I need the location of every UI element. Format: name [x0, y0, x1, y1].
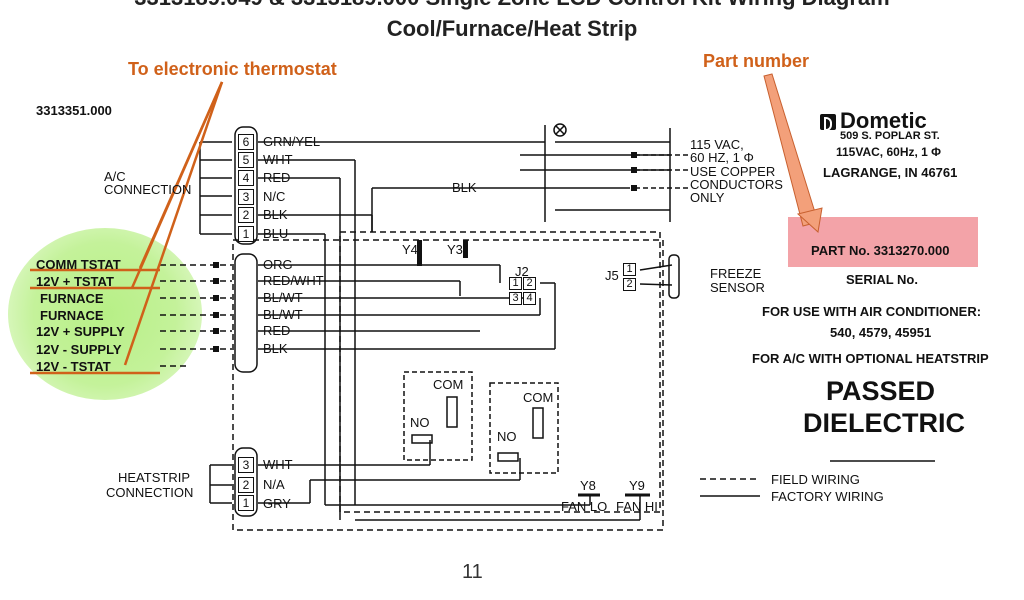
diagram-title-top: 3313189.049 & 3313189.000 Single Zone LC… [0, 0, 1024, 9]
ac-wire-wht: WHT [263, 152, 293, 167]
j5-pin-2: 2 [623, 278, 636, 291]
heatstrip-wire-wht: WHT [263, 457, 293, 472]
y3-label: Y3 [447, 242, 463, 257]
ac-wire-blu: BLU [263, 226, 289, 241]
freeze-sensor-label-1: FREEZE [710, 266, 762, 281]
j5-pin-1: 1 [623, 263, 636, 276]
j5-label: J5 [605, 268, 619, 283]
heatstrip-pin-2: 2 [238, 477, 254, 493]
heatstrip-wire-gry: GRY [263, 496, 291, 511]
heatstrip-option-label: FOR A/C WITH OPTIONAL HEATSTRIP [752, 351, 989, 366]
dometic-brand: Dometic [840, 108, 927, 133]
tstat-label-12v-plus: 12V + TSTAT [36, 274, 114, 289]
part-number-annotation: Part number [703, 51, 810, 71]
dometic-logo-icon [820, 114, 836, 131]
dielectric-label: DIELECTRIC [803, 408, 965, 438]
ac-wire-red: RED [263, 170, 291, 185]
ac-connection-label-1: A/C [104, 169, 126, 184]
diagram-title: Cool/Furnace/Heat Strip [386, 16, 638, 41]
ac-pin-1: 1 [238, 226, 254, 242]
j2-pin-3: 3 [509, 292, 522, 305]
legend-factory-wiring: FACTORY WIRING [771, 489, 884, 504]
power-line-4: CONDUCTORS [690, 177, 783, 192]
use-with-label: FOR USE WITH AIR CONDITIONER: [762, 304, 982, 319]
power-blk-label: BLK [452, 180, 477, 195]
dometic-address-2: 115VAC, 60Hz, 1 Φ [836, 145, 942, 159]
ac-pin-6: 6 [238, 134, 254, 150]
passed-label: PASSED [826, 376, 936, 406]
ac-pin-5: 5 [238, 152, 254, 168]
model-numbers: 540, 4579, 45951 [830, 325, 932, 340]
fan-hi-label: FAN HI [616, 499, 658, 514]
tstat-wire-bl-wt-2: BL/WT [263, 307, 303, 322]
tstat-wire-blk: BLK [263, 341, 288, 356]
relay2-com-label: COM [523, 390, 554, 405]
heatstrip-pin-3: 3 [238, 457, 254, 473]
tstat-label-12v-supply-plus: 12V + SUPPLY [36, 324, 125, 339]
tstat-label-12v-tstat-minus: 12V - TSTAT [36, 359, 111, 374]
tstat-wire-bl-wt-1: BL/WT [263, 290, 303, 305]
power-line-3: USE COPPER [690, 164, 776, 179]
power-line-1: 115 VAC, [690, 137, 744, 152]
power-line-2: 60 HZ, 1 Φ [690, 150, 754, 165]
j2-pin-2: 2 [523, 277, 536, 290]
dometic-address-3: LAGRANGE, IN 46761 [823, 165, 958, 180]
freeze-sensor-label-2: SENSOR [710, 280, 765, 295]
y4-label: Y4 [402, 242, 418, 257]
relay2-no-label: NO [497, 429, 517, 444]
thermostat-highlight [8, 228, 202, 400]
part-number-highlight [788, 217, 978, 267]
power-line-5: ONLY [690, 190, 725, 205]
tstat-label-furnace-2: FURNACE [40, 308, 104, 323]
thermostat-annotation: To electronic thermostat [128, 59, 337, 79]
ac-pin-2: 2 [238, 207, 254, 223]
relay1-no-label: NO [410, 415, 430, 430]
ac-pin-3: 3 [238, 189, 254, 205]
ac-wire-nc: N/C [263, 189, 286, 204]
ac-wire-blk: BLK [263, 207, 288, 222]
tstat-label-furnace-1: FURNACE [40, 291, 104, 306]
relay1-com-label: COM [433, 377, 464, 392]
tstat-wire-red-wht: RED/WHT [263, 273, 324, 288]
reference-number: 3313351.000 [36, 103, 112, 118]
heatstrip-label-1: HEATSTRIP [118, 470, 190, 485]
tstat-label-comm: COMM TSTAT [36, 257, 121, 272]
heatstrip-label-2: CONNECTION [106, 485, 194, 500]
page-number: 11 [462, 561, 483, 583]
j2-pin-4: 4 [523, 292, 536, 305]
ac-wire-grn-yel: GRN/YEL [263, 134, 321, 149]
tstat-label-12v-supply-minus: 12V - SUPPLY [36, 342, 122, 357]
part-number-text: PART No. 3313270.000 [811, 243, 950, 258]
serial-number-label: SERIAL No. [846, 272, 918, 287]
j2-label: J2 [515, 264, 529, 279]
tstat-wire-red: RED [263, 323, 291, 338]
heatstrip-pin-1: 1 [238, 495, 254, 511]
ac-pin-4: 4 [238, 170, 254, 186]
tstat-wire-org: ORG [263, 257, 293, 272]
y9-label: Y9 [629, 478, 645, 493]
heatstrip-wire-na: N/A [263, 477, 285, 492]
y8-label: Y8 [580, 478, 596, 493]
j2-pin-1: 1 [509, 277, 522, 290]
legend-field-wiring: FIELD WIRING [771, 472, 860, 487]
ac-connection-label-2: CONNECTION [104, 182, 192, 197]
dometic-address-1: 509 S. POPLAR ST. [840, 130, 940, 142]
fan-lo-label: FAN LO [561, 499, 608, 514]
